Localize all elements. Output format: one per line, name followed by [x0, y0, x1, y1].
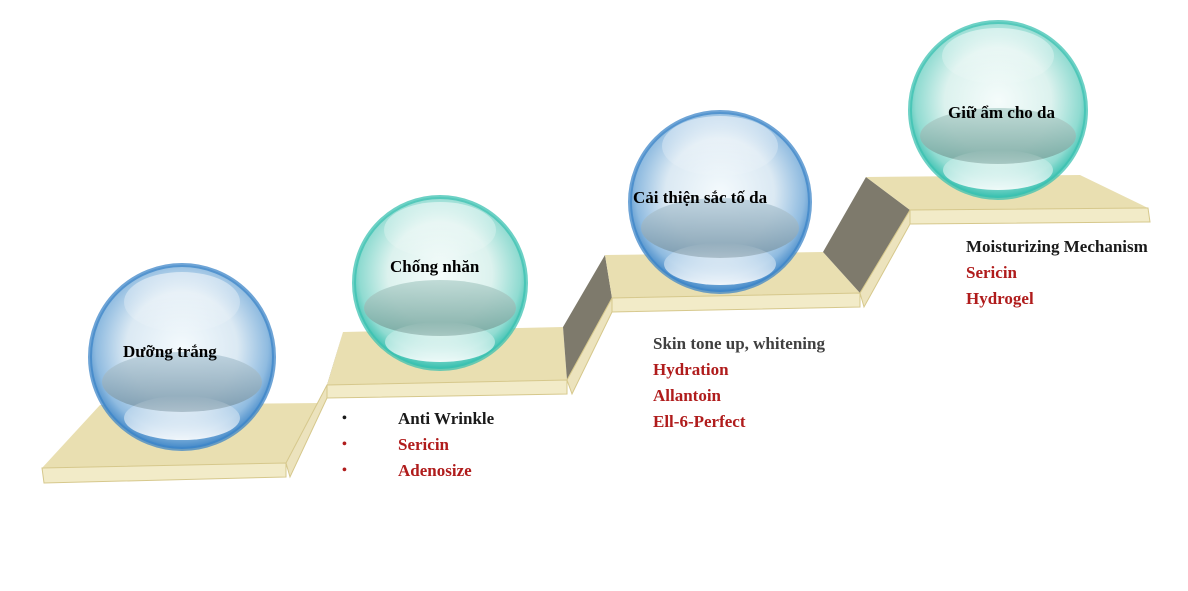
step-4-front: [909, 207, 1151, 225]
sphere-2: [352, 195, 528, 371]
step-4-details: Moisturizing Mechanism Sericin Hydrogel: [966, 234, 1148, 312]
step-4-item: Sericin: [966, 263, 1017, 282]
step-2-item-row: • Sericin: [340, 432, 494, 458]
step-3-details: Skin tone up, whitening Hydration Allant…: [653, 331, 825, 435]
step-3-front: [611, 292, 861, 313]
step-3-item: Ell-6-Perfect: [653, 412, 746, 431]
step-2-item: Sericin: [398, 435, 449, 454]
bullet-icon: •: [342, 463, 347, 478]
step-1-front: [41, 462, 287, 484]
riser-3: [823, 177, 910, 293]
step-4-item: Hydrogel: [966, 289, 1034, 308]
step-2-item-row: • Adenosize: [340, 458, 494, 484]
step-4-heading: Moisturizing Mechanism: [966, 237, 1148, 256]
sphere-3-label: Cải thiện sắc tố da: [633, 188, 768, 207]
step-2-item: Adenosize: [398, 461, 472, 480]
bullet-icon: •: [342, 437, 347, 452]
sphere-4: [908, 20, 1088, 200]
sphere-4-label: Giữ ẩm cho da: [948, 103, 1056, 122]
sphere-1: [88, 263, 276, 451]
step-2-heading-row: • Anti Wrinkle: [340, 406, 494, 432]
step-2-details: • Anti Wrinkle • Sericin • Adenosize: [340, 406, 494, 484]
riser-2: [563, 255, 612, 380]
step-2-heading: Anti Wrinkle: [398, 409, 495, 428]
step-3-item: Allantoin: [653, 386, 722, 405]
sphere-2-label: Chống nhăn: [390, 257, 480, 276]
step-2-front: [326, 379, 568, 399]
bullet-icon: •: [342, 411, 347, 426]
sphere-1-label: Dưỡng trắng: [123, 342, 217, 361]
sphere-3: [628, 110, 812, 294]
step-3-item: Hydration: [653, 360, 729, 379]
step-3-heading: Skin tone up, whitening: [653, 334, 825, 353]
